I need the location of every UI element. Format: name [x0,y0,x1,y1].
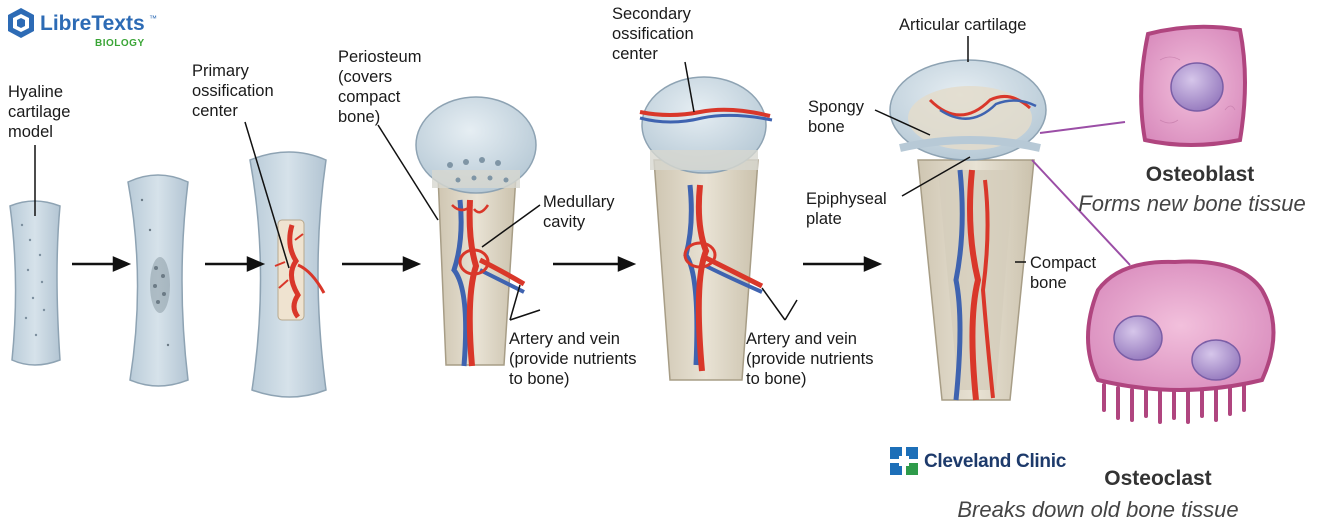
cleveland-clinic-cross-icon [890,447,918,475]
label-articular-cartilage: Articular cartilage [899,16,1027,34]
osteoclast-description: Breaks down old bone tissue [957,497,1239,522]
label-compact-bone: Compact bone [1030,254,1097,292]
osteoclast-title: Osteoclast [1104,467,1212,490]
label-periosteum: Periosteum (covers compact bone) [338,48,422,126]
osteoblast-title: Osteoblast [1145,163,1255,186]
stage-mature-bone [889,59,1047,401]
libretexts-logo: LibreTexts ™ BIOLOGY [6,6,157,49]
label-secondary-ossification: Secondary ossification center [612,5,694,63]
label-artery-vein-1: Artery and vein (provide nutrients to bo… [509,330,637,388]
stage-medullary-cavity [415,96,537,367]
osteoblast-description: Forms new bone tissue [1078,191,1306,216]
cell-pointer-lines [1031,121,1131,266]
libretexts-name: LibreTexts [40,12,145,35]
label-epiphyseal-plate: Epiphyseal plate [806,190,887,228]
label-spongy-bone: Spongy bone [808,98,864,136]
osteoclast-cell [1086,259,1276,424]
libretexts-hex-icon [8,8,34,38]
label-medullary-cavity: Medullary cavity [543,193,615,231]
label-artery-vein-2: Artery and vein (provide nutrients to bo… [746,330,874,388]
stage-cartilage-calcifies [127,174,189,387]
label-hyaline-cartilage: Hyaline cartilage model [8,83,71,141]
osteoblast-cell [1139,24,1247,147]
stage-secondary-ossification [639,76,773,381]
libretexts-tm: ™ [149,14,157,23]
stage-hyaline-cartilage [9,200,61,366]
libretexts-subtitle: BIOLOGY [95,38,145,49]
label-primary-ossification: Primary ossification center [192,62,274,120]
cleveland-clinic-name: Cleveland Clinic [924,451,1066,472]
progression-arrows [72,256,883,272]
leader-lines [34,36,1026,321]
cleveland-clinic-logo: Cleveland Clinic [890,447,1080,477]
stage-primary-ossification [249,151,327,398]
